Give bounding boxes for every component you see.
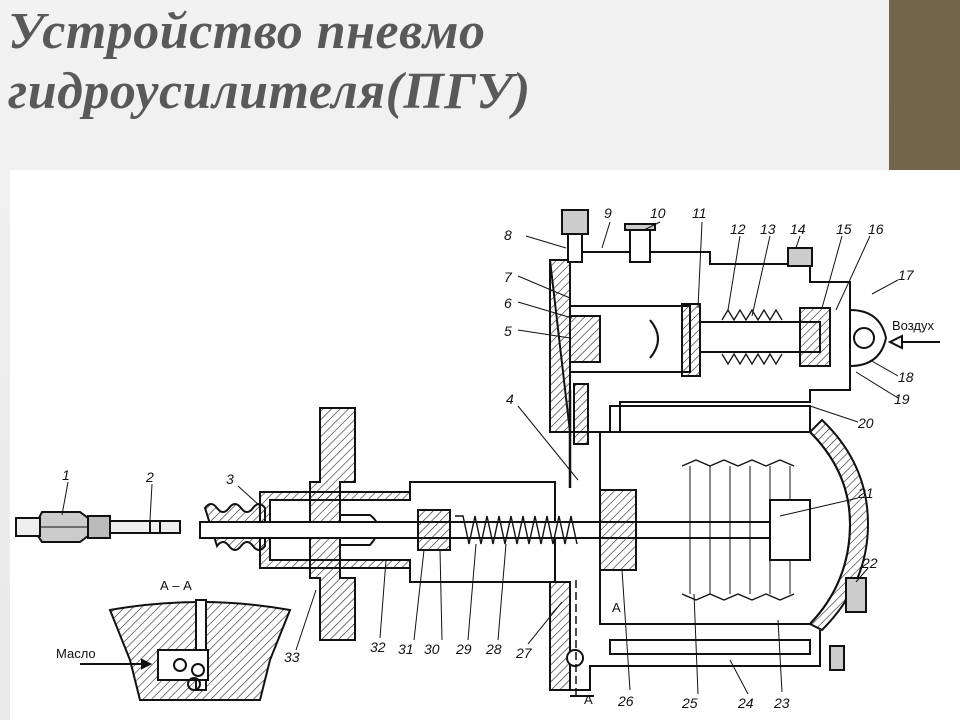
- callout-25: 25: [681, 695, 698, 711]
- callout-24: 24: [737, 695, 754, 711]
- figure-annotations: Воздух Масло А – А А А: [56, 318, 935, 707]
- accent-block: [889, 0, 960, 172]
- callout-33: 33: [284, 649, 300, 665]
- callout-15: 15: [836, 221, 852, 237]
- callout-28: 28: [485, 641, 502, 657]
- callout-4: 4: [506, 391, 514, 407]
- pgu-cutaway-drawing: 1 2 3 4 5 6 7 8 9 10 11 12 13 14 15 16 1…: [15, 205, 940, 711]
- callout-5: 5: [504, 323, 512, 339]
- callout-29: 29: [455, 641, 472, 657]
- callout-22: 22: [861, 555, 878, 571]
- callout-20: 20: [857, 415, 874, 431]
- section-label: А – А: [160, 578, 192, 593]
- section-mark-bottom: А: [584, 692, 593, 707]
- callout-12: 12: [730, 221, 746, 237]
- callout-14: 14: [790, 221, 806, 237]
- callout-19: 19: [894, 391, 910, 407]
- title-line-2: гидроусилителя(ПГУ): [8, 63, 531, 120]
- callout-8: 8: [504, 227, 512, 243]
- leader-lines: [61, 221, 899, 695]
- callout-2: 2: [145, 469, 154, 485]
- callout-18: 18: [898, 369, 914, 385]
- callout-11: 11: [692, 205, 707, 221]
- oil-label: Масло: [56, 646, 96, 661]
- air-label: Воздух: [892, 318, 935, 333]
- callout-26: 26: [617, 693, 634, 709]
- slide-title: Устройство пневмо гидроусилителя(ПГУ): [8, 2, 878, 122]
- mechanism-body: [15, 209, 940, 701]
- callout-30: 30: [424, 641, 440, 657]
- section-mark-left: А: [612, 600, 621, 615]
- callout-1: 1: [62, 467, 70, 483]
- schematic-figure: 1 2 3 4 5 6 7 8 9 10 11 12 13 14 15 16 1…: [10, 170, 960, 720]
- title-line-1: Устройство пневмо: [8, 3, 486, 60]
- callout-31: 31: [398, 641, 414, 657]
- callout-7: 7: [504, 269, 513, 285]
- callout-3: 3: [226, 471, 234, 487]
- callout-23: 23: [773, 695, 790, 711]
- callout-17: 17: [898, 267, 915, 283]
- callout-16: 16: [868, 221, 884, 237]
- callout-27: 27: [515, 645, 533, 661]
- callout-numbers: 1 2 3 4 5 6 7 8 9 10 11 12 13 14 15 16 1…: [62, 205, 915, 711]
- callout-13: 13: [760, 221, 776, 237]
- callout-21: 21: [857, 485, 874, 501]
- callout-10: 10: [650, 205, 666, 221]
- callout-32: 32: [370, 639, 386, 655]
- callout-6: 6: [504, 295, 512, 311]
- callout-9: 9: [604, 205, 612, 221]
